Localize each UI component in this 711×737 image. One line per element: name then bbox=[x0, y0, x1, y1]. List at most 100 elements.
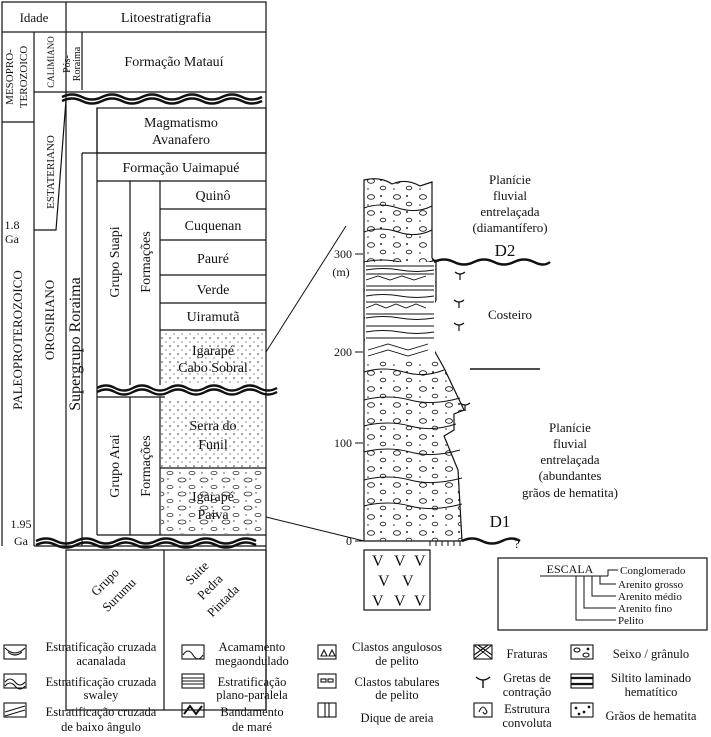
legend-1-3a: Estratificação cruzada bbox=[46, 705, 157, 719]
costeiro-label: Costeiro bbox=[488, 307, 532, 322]
d1-unconformity bbox=[461, 537, 521, 545]
d1-label: D1 bbox=[490, 512, 511, 531]
legend-2-3a: Bandamento bbox=[220, 705, 283, 719]
legend-1-2a: Estratificação cruzada bbox=[46, 675, 157, 689]
litoestratigrafia-header: Litoestratigrafia bbox=[121, 11, 212, 26]
hematite-grains-icon bbox=[570, 702, 594, 718]
lower-env-2: fluvial bbox=[553, 436, 587, 451]
table-header-frame bbox=[1, 1, 267, 33]
serra-funil-2: Funil bbox=[198, 438, 228, 453]
costeiro-laminations bbox=[365, 265, 435, 339]
formacoes-upper-label: Formações bbox=[139, 231, 154, 292]
legend-1-2b: swaley bbox=[84, 688, 119, 702]
magmatismo-1: Magmatismo bbox=[144, 116, 218, 131]
height-axis: 300 200 100 0 (m) bbox=[332, 247, 363, 548]
unconformities bbox=[35, 93, 278, 549]
svg-text:V: V bbox=[378, 573, 390, 590]
legend-4-3b: convoluta bbox=[502, 716, 552, 730]
legend-col1-icons bbox=[3, 644, 27, 718]
legend-2-3b: de maré bbox=[232, 720, 272, 734]
legend-col3-icons bbox=[317, 644, 337, 718]
escala-frame bbox=[497, 557, 708, 631]
escala-title: ESCALA bbox=[547, 562, 594, 576]
connector-bottom bbox=[265, 516, 365, 542]
legend-col5-icons bbox=[570, 644, 594, 718]
legend-4-3a: Estrutura bbox=[504, 702, 550, 716]
escala-box: ESCALA Conglomerado Arenito grosso Areni… bbox=[497, 557, 708, 631]
legend-2-1b: megaondulado bbox=[215, 654, 289, 668]
meso-label-1: MESOPRO- bbox=[4, 49, 16, 105]
d2-unconformity bbox=[433, 258, 551, 266]
lower-env-3: entrelaçada bbox=[540, 452, 599, 467]
serra-funil-pattern bbox=[161, 398, 265, 467]
svg-text:V: V bbox=[414, 553, 426, 570]
magmatismo-2: Avanafero bbox=[152, 133, 210, 148]
low-angle-icon bbox=[3, 702, 27, 718]
angular-clasts-icon bbox=[317, 644, 337, 660]
grupo-arai-label: Grupo Arai bbox=[108, 434, 123, 497]
unconformity-suapi-arai bbox=[96, 384, 278, 392]
legend-3-2a: Clastos tabulares bbox=[354, 675, 439, 689]
igarape-cabo-2: Cabo Sobral bbox=[178, 361, 248, 376]
escala-arenito-fino: Arenito fino bbox=[618, 603, 673, 615]
legend-1-3b: de baixo ângulo bbox=[61, 720, 141, 734]
cuquenan-label: Cuquenan bbox=[185, 219, 242, 234]
escala-pelito: Pelito bbox=[618, 615, 644, 627]
upper-env-2: fluvial bbox=[493, 188, 527, 203]
base-scale-ticks bbox=[364, 540, 462, 546]
pos-roraima-2: Roraima bbox=[72, 46, 83, 81]
escala-arenito-grosso: Arenito grosso bbox=[618, 579, 684, 591]
axis-tick-0: 0 bbox=[346, 534, 352, 548]
age-18-unit: Ga bbox=[5, 232, 20, 246]
age-195-unit: Ga bbox=[14, 534, 29, 548]
d2-label: D2 bbox=[495, 241, 516, 260]
escala-conglomerado: Conglomerado bbox=[620, 565, 686, 577]
lower-env-4: (abundantes bbox=[539, 468, 602, 483]
svg-text:V: V bbox=[394, 593, 406, 610]
legend-col4-icons bbox=[473, 644, 493, 718]
igarape-paiva-1: Igarapé bbox=[192, 490, 234, 505]
legend-2-2b: plano-paralela bbox=[216, 688, 288, 702]
legend-3-1a: Clastos angulosos bbox=[352, 640, 442, 654]
age-18-value: 1.8 bbox=[5, 218, 20, 232]
unconformity-base bbox=[35, 537, 257, 545]
legend-4-2b: contração bbox=[503, 685, 552, 699]
legend-3-3a: Dique de areia bbox=[361, 711, 434, 725]
tabular-clasts-icon bbox=[317, 673, 337, 689]
axis-tick-100: 100 bbox=[334, 436, 352, 450]
svg-text:V: V bbox=[394, 553, 406, 570]
age-195-value: 1.95 bbox=[11, 517, 32, 531]
igarape-paiva-pattern bbox=[161, 469, 265, 534]
serra-funil-1: Serra do bbox=[189, 419, 236, 434]
lower-env-5: grãos de hematita) bbox=[522, 485, 618, 500]
legend-texts: Estratificação cruzada acanalada Estrati… bbox=[46, 640, 697, 734]
fracture-icon bbox=[473, 644, 493, 660]
plane-parallel-icon bbox=[181, 673, 205, 689]
paure-label: Pauré bbox=[197, 252, 229, 267]
quino-label: Quinô bbox=[196, 189, 231, 204]
axis-tick-300: 300 bbox=[334, 247, 352, 261]
mud-cracks bbox=[453, 271, 471, 411]
convolute-icon bbox=[473, 702, 493, 718]
legend: Estratificação cruzada acanalada Estrati… bbox=[3, 640, 697, 734]
pos-roraima-1: Pós- bbox=[62, 55, 73, 73]
svg-text:V: V bbox=[414, 593, 426, 610]
legend-5-2b: hematítico bbox=[625, 685, 678, 699]
axis-tick-200: 200 bbox=[334, 345, 352, 359]
upper-env-1: Planície bbox=[489, 172, 531, 187]
environment-labels: Planície fluvial entrelaçada (diamantífe… bbox=[472, 172, 618, 551]
igarape-paiva-2: Paiva bbox=[197, 508, 229, 523]
escala-arenito-medio: Arenito médio bbox=[618, 591, 682, 603]
idade-header: Idade bbox=[20, 10, 49, 25]
estateriano-label: ESTATERIANO bbox=[45, 135, 57, 209]
uaimapue-label: Formação Uaimapué bbox=[122, 161, 239, 176]
svg-text:V: V bbox=[372, 593, 384, 610]
svg-text:V: V bbox=[402, 573, 414, 590]
grupo-suapi-label: Grupo Suapi bbox=[108, 226, 123, 297]
unconformity-base-2 bbox=[35, 541, 257, 549]
basement-column bbox=[363, 549, 431, 611]
supergrupo-label: Supergrupo Roraima bbox=[67, 277, 84, 410]
trough-cross-icon bbox=[3, 644, 27, 660]
